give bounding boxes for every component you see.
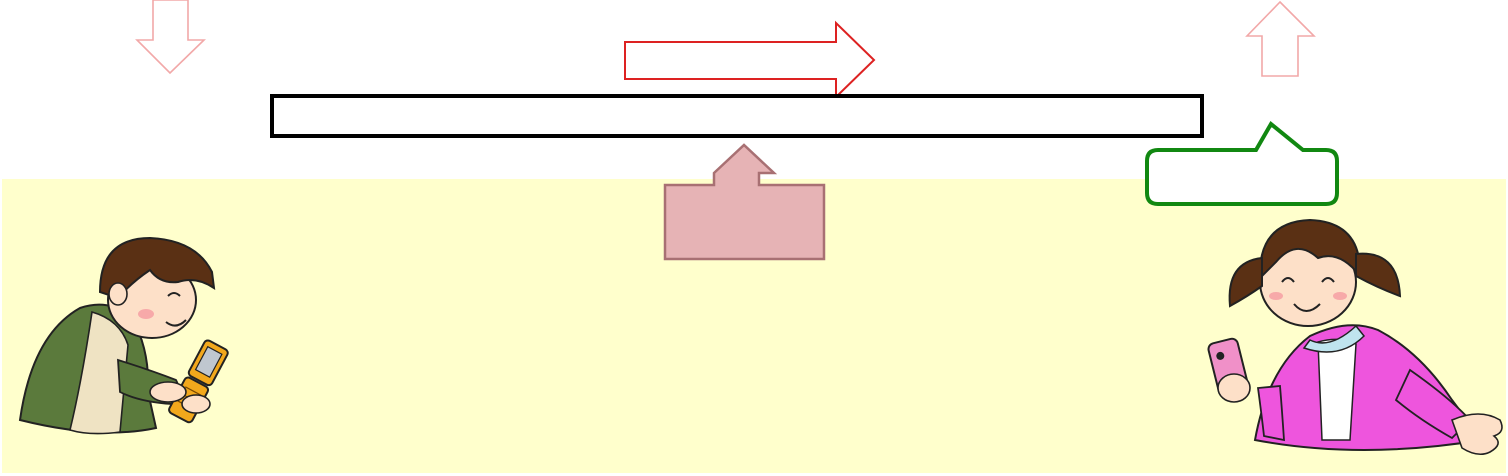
ground-area [2,179,1506,473]
channel-bar [270,94,1204,138]
